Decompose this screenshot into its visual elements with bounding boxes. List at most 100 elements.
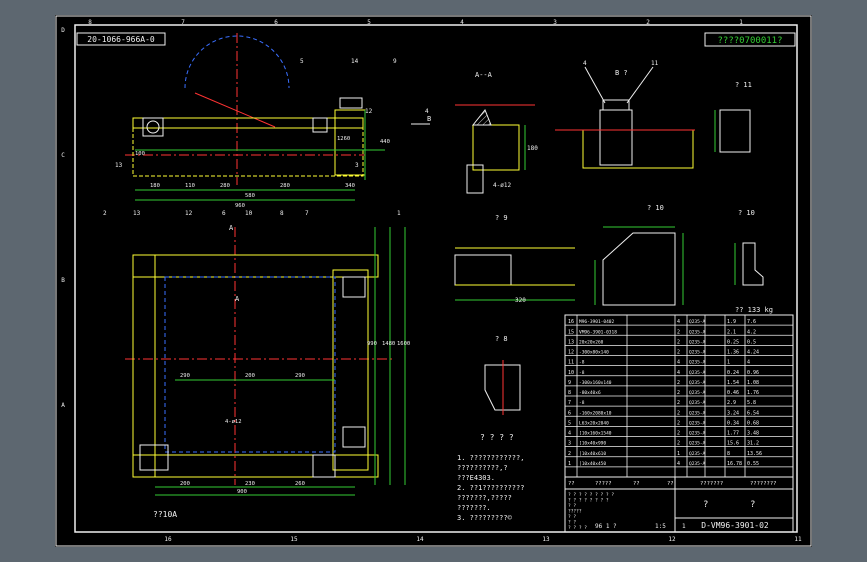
bom-cell-name: 20x20x260 [579, 339, 604, 345]
dimension-label: 4-ø12 [225, 419, 242, 425]
view-10-title: ? 10 [647, 204, 664, 212]
left-wheel-housing [142, 117, 164, 137]
view-11-title: ? 11 [735, 81, 752, 89]
outer-frame [55, 15, 812, 547]
bom-cell-name: -8 [579, 360, 585, 366]
bom-cell-qty: 2 [677, 410, 680, 416]
dimension-label: 280 [280, 183, 290, 189]
view-9: ? 9 320 [454, 214, 575, 304]
view-b-leader-4: 4 [583, 60, 587, 67]
grid-label-top: 8 [88, 19, 92, 26]
bom-cell-material: Q235-A [689, 380, 706, 386]
grid-label-top: 5 [367, 19, 371, 26]
bom-cell-qty: 4 [677, 360, 680, 366]
view-8-part [484, 364, 521, 411]
bom-cell-material: Q235-A [689, 319, 706, 325]
support-column [334, 109, 366, 176]
bom-cell-qty: 2 [677, 350, 680, 356]
bom-cell-qty: 2 [677, 441, 680, 447]
technical-notes: ? ? ? ? 1. ????????????, ??????????,? ??… [457, 433, 524, 522]
bom-cell-index: 10 [568, 370, 574, 376]
bom-cell-material: Q235-A [689, 370, 706, 376]
bom-cell-name: [10x40x450 [579, 461, 606, 467]
bom-cell-material: Q235-A [689, 451, 706, 457]
leader-number: 2 [103, 210, 107, 217]
leader-number: 12 [185, 210, 193, 217]
bom-cell-index: 2 [568, 451, 571, 457]
grid-label-left: D [61, 27, 65, 34]
bom-cell-unit-weight: 0.46 [727, 390, 739, 396]
bom-cell-index: 15 [568, 329, 574, 335]
bom-cell-unit-weight: 8 [727, 451, 730, 457]
bom-cell-index: 5 [568, 420, 571, 426]
view-10-plate [602, 232, 676, 306]
bom-cell-total-weight: 1.08 [747, 380, 759, 386]
top-right-code-box [704, 32, 796, 47]
bom-cell-unit-weight: 0.34 [727, 420, 739, 426]
grid-label-bottom: 14 [416, 536, 424, 543]
sign-row: ? ? [568, 503, 576, 509]
plan-right-rail [332, 269, 369, 471]
leader-number: 13 [115, 162, 123, 169]
bom-footer-cell: ?? [633, 481, 640, 487]
drawing-number: D-VM96-3901-02 [701, 521, 769, 530]
plan-corner-box-bl [139, 444, 169, 471]
view-10-small: ? 10 [734, 209, 764, 286]
dimension-label: 340 [345, 183, 355, 189]
bom-footer-cell: ???????? [750, 481, 777, 487]
right-box [312, 117, 328, 133]
bom-cell-name: -160x2080x10 [579, 410, 612, 416]
bom-cell-unit-weight: 1.54 [727, 380, 739, 386]
dimension-label: 900 [237, 489, 247, 495]
inner-frame [74, 24, 798, 533]
dimension-label: 200 [245, 373, 255, 379]
bom-cell-index: 4 [568, 431, 571, 437]
sheet-of: 96 1 ? [595, 523, 617, 530]
dimension-label: 260 [295, 481, 305, 487]
top-right-code: ????0700011? [717, 36, 782, 46]
grid-label-bottom: 13 [542, 536, 550, 543]
sign-row: ? ? ? ? ? ? ? ? [568, 498, 609, 504]
detail-10a-label: ??10A [153, 510, 177, 519]
dimension-label: 290 [180, 373, 190, 379]
swing-line [194, 92, 276, 128]
drawing-code-box [76, 32, 166, 46]
grid-label-bottom: 16 [164, 536, 172, 543]
grid-label-top: 2 [646, 19, 650, 26]
plan-corner-box-bottom [342, 426, 366, 448]
note-line: 1. ????????????, [457, 454, 524, 462]
plan-corner-box-br [312, 454, 336, 478]
leader-number: 5 [300, 58, 304, 65]
bom-cell-index: 13 [568, 339, 574, 345]
note-line: ??????????,? [457, 464, 508, 472]
bom-cell-name: -8 [579, 400, 585, 406]
grid-label-left: C [61, 152, 65, 159]
column-cap [339, 97, 363, 109]
bom-cell-index: 6 [568, 410, 571, 416]
bom-cell-name: [10x40x990 [579, 441, 606, 447]
sheet-number: 1 [682, 523, 686, 530]
bom-cell-material: Q235-A [689, 390, 706, 396]
grid-label-top: 3 [553, 19, 557, 26]
bom-cell-unit-weight: 1 [727, 360, 730, 366]
frame-body [132, 127, 364, 177]
section-aa-hatch [471, 109, 492, 126]
view-11: ? 11 [714, 81, 752, 153]
view-9-profile [454, 254, 512, 286]
bom-cell-total-weight: 0.55 [747, 461, 759, 467]
bom-cell-unit-weight: 15.6 [727, 441, 739, 447]
grid-label-top: 7 [181, 19, 185, 26]
bom-cell-index: 3 [568, 441, 571, 447]
bom-footer-cell: ?? [568, 481, 575, 487]
view-10: ? 10 [594, 204, 684, 306]
leader-number: 9 [393, 58, 397, 65]
leader-number: 6 [222, 210, 226, 217]
dimension-label: 230 [245, 481, 255, 487]
bom-cell-total-weight: 5.8 [747, 400, 756, 406]
sign-row: ? ? ? ? ? ? ? ? ? [568, 492, 614, 498]
grid-label-top: 6 [274, 19, 278, 26]
grid-label-left: B [61, 277, 65, 284]
swing-arc [184, 35, 290, 89]
